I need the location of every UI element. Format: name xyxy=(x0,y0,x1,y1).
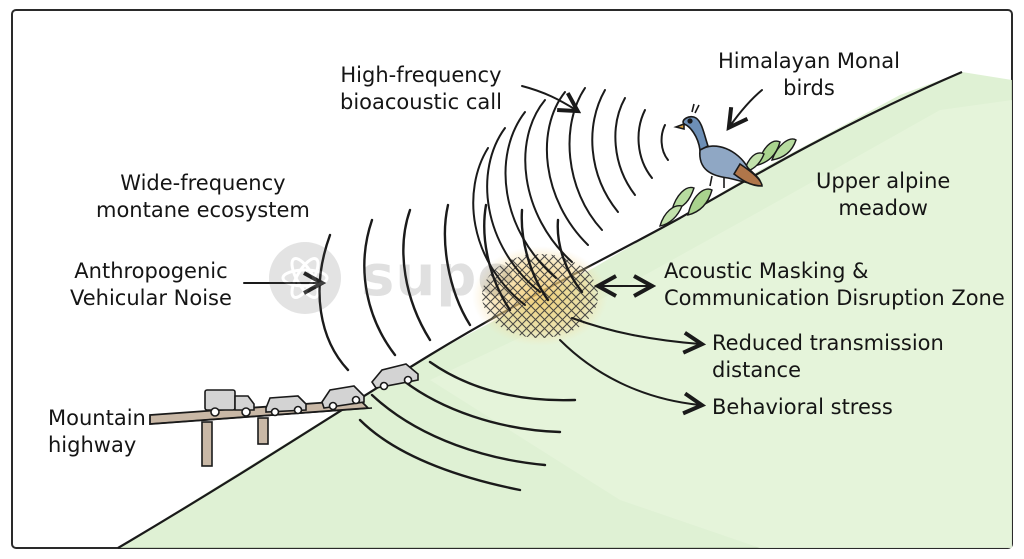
arrow-call xyxy=(521,85,576,110)
arrow-reduced xyxy=(571,317,700,344)
label-himalayan-monal-birds: Himalayan Monal birds xyxy=(718,49,900,100)
label-acoustic-masking-zone: Acoustic Masking & Communication Disrupt… xyxy=(664,259,1005,310)
meadow-shading xyxy=(430,100,1012,548)
himalayan-monal-bird xyxy=(673,103,763,188)
label-upper-alpine-meadow: Upper alpine meadow xyxy=(816,169,951,220)
bird-call-waves xyxy=(472,87,669,306)
car-1 xyxy=(265,395,307,417)
arrow-birds xyxy=(730,89,763,126)
car-3 xyxy=(371,363,419,391)
label-wide-frequency-ecosystem: Wide-frequency montane ecosystem xyxy=(96,171,310,222)
pointer-arrows xyxy=(243,85,763,405)
masking-zone-hatch xyxy=(482,254,598,338)
car-2 xyxy=(321,385,365,411)
truck xyxy=(204,389,255,417)
label-vehicular-noise: Anthropogenic Vehicular Noise xyxy=(70,259,232,310)
alpine-shrubs xyxy=(659,138,797,227)
label-behavioral-stress: Behavioral stress xyxy=(712,395,893,419)
vehicles xyxy=(204,363,419,417)
vehicular-noise-waves xyxy=(318,203,584,492)
label-mountain-highway: Mountain highway xyxy=(48,406,146,457)
label-reduced-transmission: Reduced transmission distance xyxy=(712,331,944,382)
label-high-frequency-call: High-frequency bioacoustic call xyxy=(340,63,502,114)
arrow-stress xyxy=(559,339,700,405)
